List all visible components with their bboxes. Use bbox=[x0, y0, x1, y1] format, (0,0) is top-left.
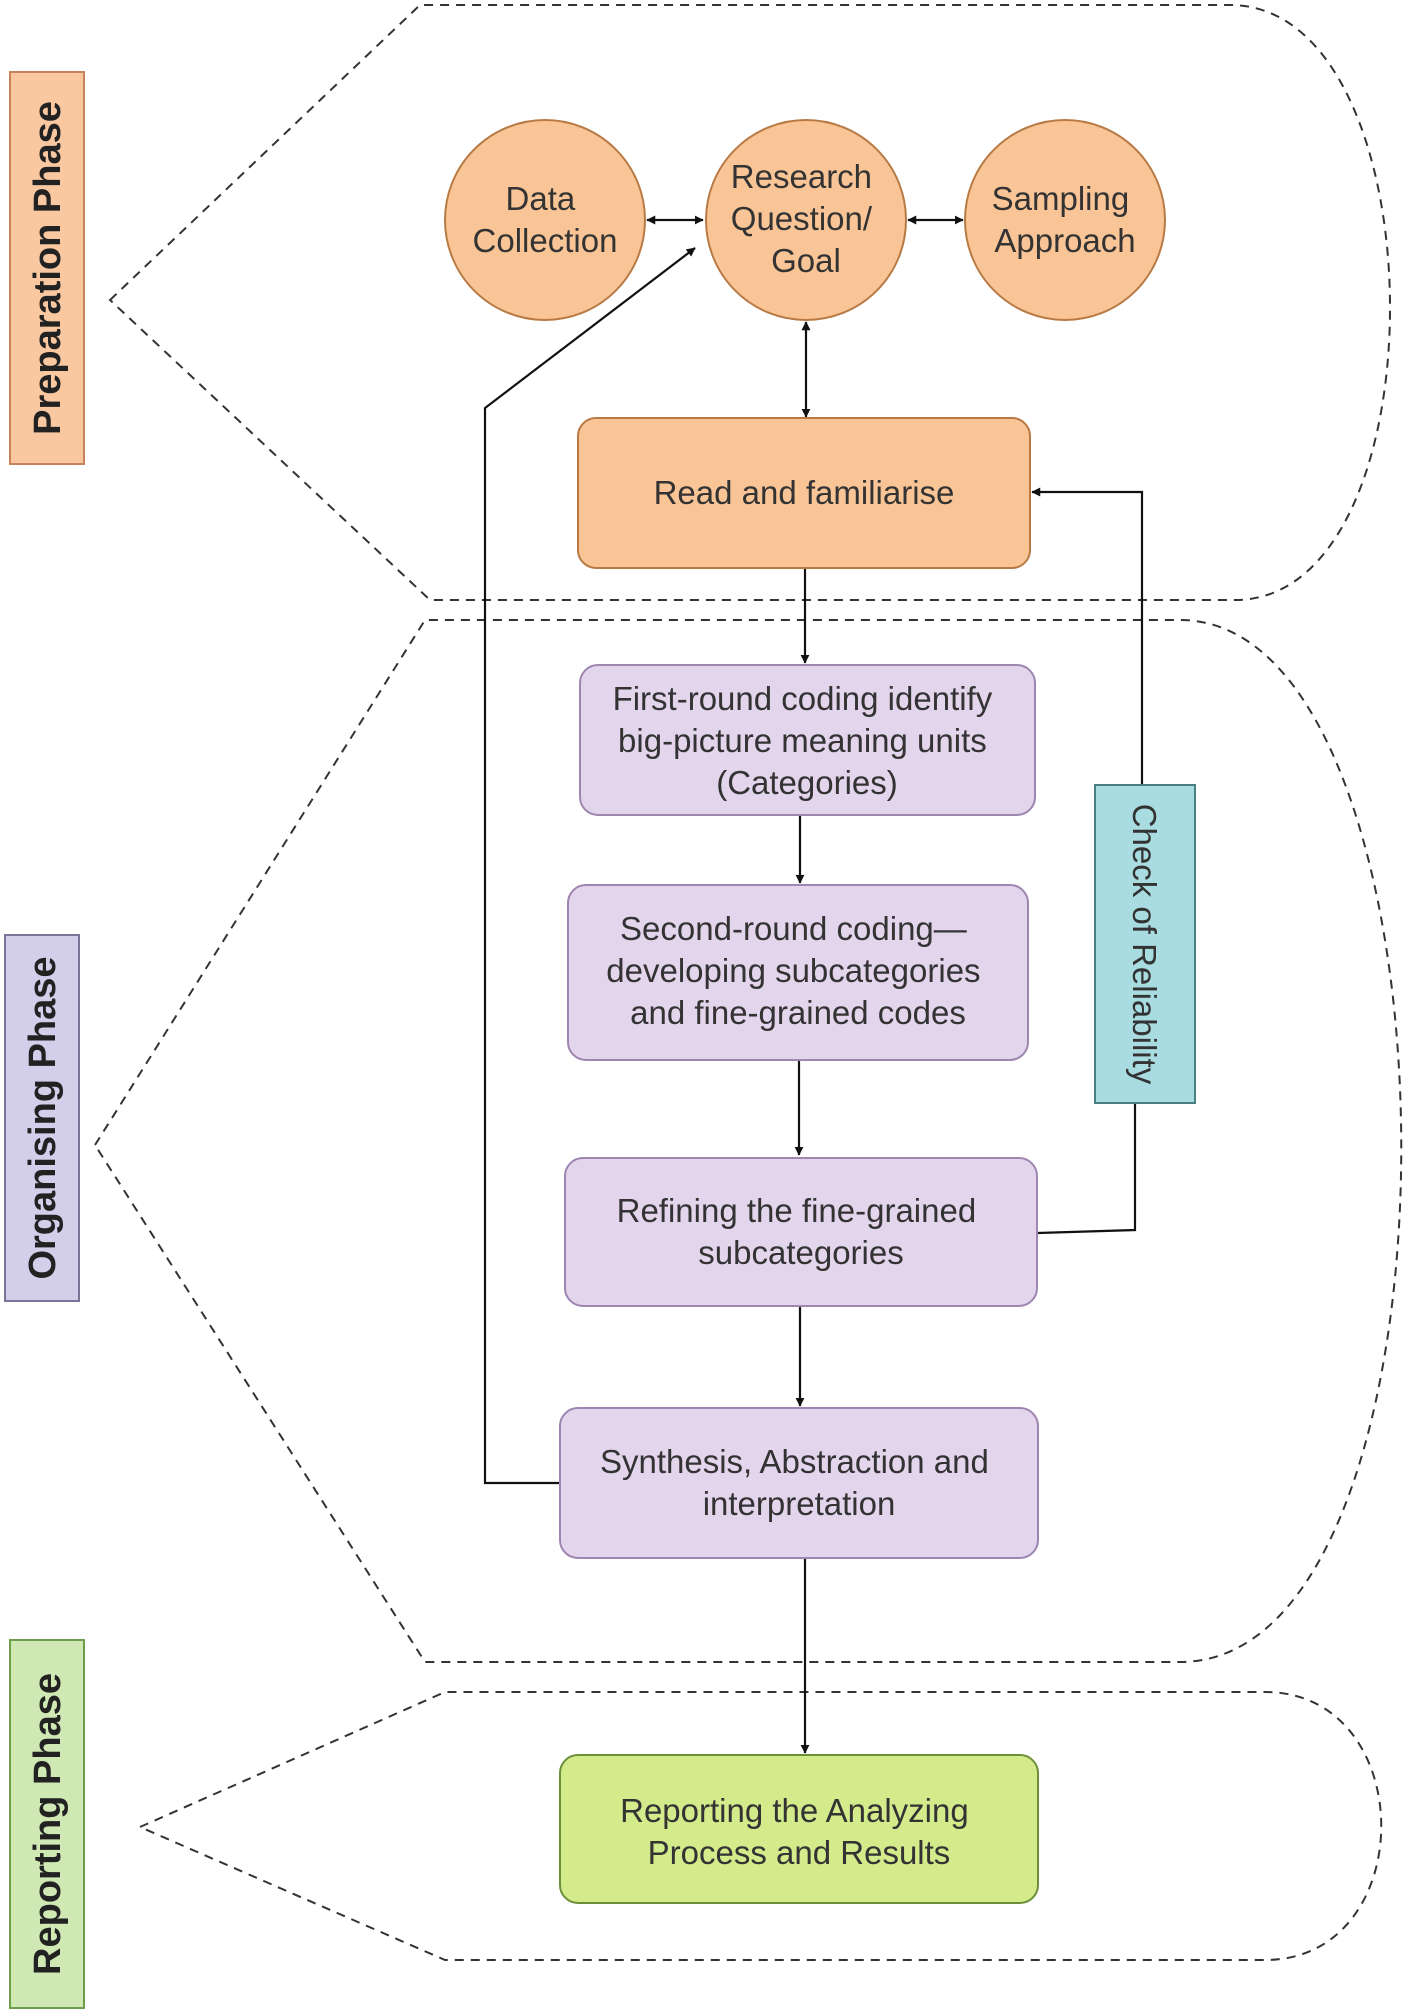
check-reliability-label: Check of Reliability bbox=[1126, 804, 1163, 1085]
svg-text:Organising Phase: Organising Phase bbox=[22, 956, 64, 1279]
reporting-results-node: Reporting the Analyzing Process and Resu… bbox=[559, 1754, 1039, 1904]
reporting-results-label: Reporting the Analyzing Process and Resu… bbox=[620, 1792, 978, 1871]
reporting-region bbox=[137, 1691, 1383, 1961]
edge-refining-check-reliability bbox=[1037, 1103, 1137, 1235]
second-round-coding-label: Second-round coding— developing subcateg… bbox=[606, 910, 989, 1031]
organising-region bbox=[93, 619, 1403, 1663]
organising-phase-label: Organising Phase bbox=[4, 934, 80, 1302]
check-reliability-node: Check of Reliability bbox=[1094, 784, 1196, 1104]
sampling-approach-label: Sampling Approach bbox=[992, 180, 1139, 259]
sampling-approach-node: Sampling Approach bbox=[964, 119, 1166, 321]
data-collection-node: Data Collection bbox=[444, 119, 646, 321]
edge-check-reliability-read bbox=[1031, 487, 1144, 785]
data-collection-label: Data Collection bbox=[473, 180, 618, 259]
first-round-coding-node: First-round coding identify big-picture … bbox=[579, 664, 1036, 816]
research-question-node: Research Question/ Goal bbox=[705, 119, 907, 321]
refining-label: Refining the fine-grained subcategories bbox=[617, 1192, 986, 1271]
refining-node: Refining the fine-grained subcategories bbox=[564, 1157, 1038, 1307]
svg-text:Preparation Phase: Preparation Phase bbox=[27, 101, 69, 435]
read-familiarise-node: Read and familiarise bbox=[577, 417, 1031, 569]
synthesis-label: Synthesis, Abstraction and interpretatio… bbox=[600, 1443, 998, 1522]
research-question-label: Research Question/ Goal bbox=[731, 158, 881, 279]
preparation-phase-label: Preparation Phase bbox=[9, 71, 85, 465]
reporting-phase-label: Reporting Phase bbox=[9, 1639, 85, 2009]
edge-synthesis-research-question bbox=[483, 247, 696, 1485]
edges bbox=[483, 215, 1144, 1754]
second-round-coding-node: Second-round coding— developing subcateg… bbox=[567, 884, 1029, 1061]
first-round-coding-label: First-round coding identify big-picture … bbox=[613, 680, 1002, 801]
synthesis-node: Synthesis, Abstraction and interpretatio… bbox=[559, 1407, 1039, 1559]
read-familiarise-label: Read and familiarise bbox=[654, 474, 955, 511]
svg-text:Reporting Phase: Reporting Phase bbox=[27, 1673, 69, 1975]
preparation-region bbox=[108, 4, 1391, 601]
